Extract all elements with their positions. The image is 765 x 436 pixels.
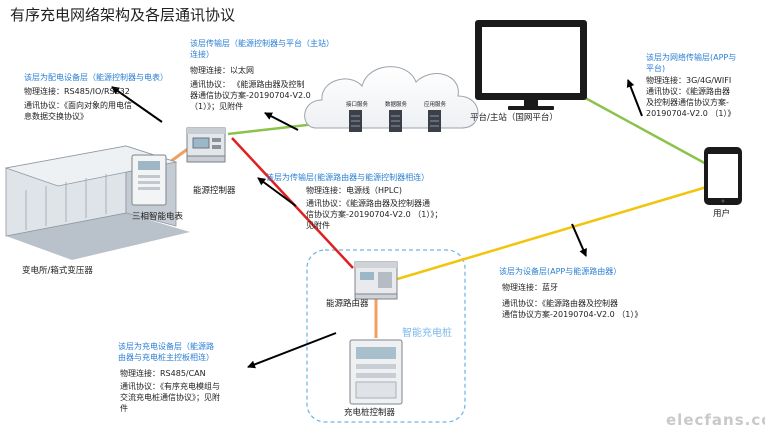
charging-pile-dashed-box — [306, 249, 466, 423]
controller-platform-layer-protocol: 通讯协议： 《能源路由器及控制 器通信协议方案-20190704-V2.0 （1… — [190, 80, 311, 111]
server-icon-app — [428, 110, 441, 132]
watermark: elecfans.com — [666, 411, 765, 429]
energy-router-label: 能源路由器 — [326, 299, 369, 309]
distribution-layer-physical: 物理连接：RS485/IO/RS232 — [24, 87, 130, 96]
device-layer-heading: 该层为设备层(APP与能源路由器） — [499, 267, 622, 276]
network-layer-heading: 该层为网络传输层(APP与 平台) — [646, 53, 737, 73]
cloud-service-label: 应用服务 — [424, 102, 447, 108]
smart-pile-label: 智能充电桩 — [402, 328, 452, 339]
server-icon-data — [389, 110, 402, 132]
link-yellow-router-user — [393, 184, 711, 282]
charging-device-layer-heading: 该层为充电设备层（能源路 由器与充电桩主控板相连） — [118, 342, 214, 362]
page-title: 有序充电网络架构及各层通讯协议 — [10, 6, 236, 24]
pile-controller-device — [349, 339, 403, 405]
router-controller-layer-physical: 物理连接：电源线（HPLC) — [306, 186, 403, 195]
energy-controller-label: 能源控制器 — [193, 186, 236, 196]
monitor-icon — [475, 20, 587, 110]
router-controller-layer-heading: 该层为传输层(能源路由器与能源控制器相连） — [266, 173, 430, 182]
distribution-layer-heading: 该层为配电设备层（能源控制器与电表） — [24, 73, 168, 82]
router-controller-layer-protocol: 通讯协议：《能源路由器及控制器通 信协议方案-20190704-V2.0 （1）… — [306, 199, 443, 230]
energy-controller-device — [186, 127, 226, 163]
network-layer-protocol: 通讯协议：《能源路由器 及控制器通信协议方案- 20190704-V2.0 （1… — [646, 87, 736, 118]
arrow-router-controller-layer — [257, 177, 297, 207]
pile-controller-label: 充电桩控制器 — [344, 408, 396, 418]
phone-icon — [704, 147, 742, 205]
device-layer-physical: 物理连接：蓝牙 — [502, 283, 558, 292]
server-icon-interface — [349, 110, 362, 132]
network-layer-physical: 物理连接：3G/4G/WIFI — [646, 76, 732, 85]
distribution-layer-protocol: 通讯协议：《面向对象的用电信 息数据交换协议》 — [24, 101, 132, 121]
meter-label: 三相智能电表 — [132, 212, 184, 222]
charging-device-layer-physical: 物理连接：RS485/CAN — [120, 369, 206, 378]
energy-router-device — [354, 261, 398, 300]
arrow-distribution-layer — [111, 86, 163, 123]
cloud-service-label: 接口服务 — [346, 102, 369, 108]
platform-label: 平台/主站（国网平台） — [470, 113, 558, 123]
arrow-charging-device-layer — [247, 332, 337, 369]
cloud-service-label: 数据服务 — [385, 102, 408, 108]
arrow-network-layer — [626, 79, 643, 117]
meter-device — [131, 154, 167, 206]
user-label: 用户 — [713, 209, 731, 219]
controller-platform-layer-heading: 该层传输层（能源控制器与平台（主站） 连接） — [190, 39, 334, 59]
arrow-device-layer — [571, 223, 587, 257]
link-green-platform-user — [577, 92, 711, 168]
controller-platform-layer-physical: 物理连接：以太网 — [190, 66, 254, 75]
charging-device-layer-protocol: 通讯协议：《有序充电模组与 交流充电桩通信协议》；见附 件 — [120, 382, 220, 413]
substation-label: 变电所/箱式变压器 — [22, 266, 93, 276]
device-layer-protocol: 通讯协议：《能源路由器及控制器 通信协议方案-20190704-V2.0 （1）… — [502, 299, 643, 319]
arrow-controller-platform-layer — [264, 112, 299, 131]
